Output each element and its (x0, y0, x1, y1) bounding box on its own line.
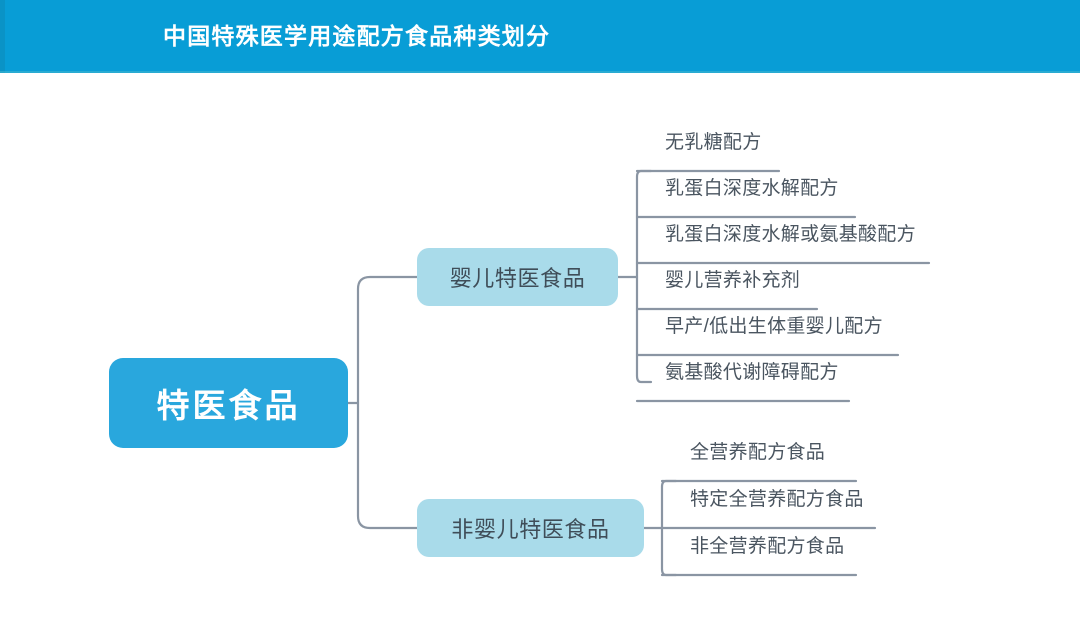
leaf-item[interactable]: 氨基酸代谢障碍配方 (665, 357, 839, 389)
leaf-label: 特定全营养配方食品 (690, 489, 864, 510)
branch-node-label: 婴儿特医食品 (449, 266, 586, 291)
leaf-label: 无乳糖配方 (665, 132, 762, 153)
mindmap-diagram: 特医食品 婴儿特医食品 非婴儿特医食品 无乳糖配方 乳蛋白深度水解配方 乳蛋白深… (0, 73, 1080, 639)
wire-leafspine-0 (635, 169, 653, 384)
connector-lines (346, 169, 931, 577)
branch-node-non-infant[interactable]: 非婴儿特医食品 (417, 499, 644, 557)
leaf-label: 乳蛋白深度水解配方 (665, 178, 839, 199)
leaf-item[interactable]: 全营养配方食品 (690, 437, 825, 469)
leaf-item[interactable]: 早产/低出生体重婴儿配方 (665, 311, 883, 343)
leaf-item[interactable]: 乳蛋白深度水解配方 (665, 173, 839, 205)
leaf-item[interactable]: 乳蛋白深度水解或氨基酸配方 (665, 219, 916, 251)
leaf-label: 乳蛋白深度水解或氨基酸配方 (665, 224, 916, 245)
wire-main-spine (356, 275, 419, 530)
branch-node-infant[interactable]: 婴儿特医食品 (417, 248, 618, 306)
leaf-label: 早产/低出生体重婴儿配方 (665, 316, 883, 337)
root-node[interactable]: 特医食品 (109, 358, 348, 448)
leaf-item[interactable]: 非全营养配方食品 (690, 531, 844, 563)
leaf-label: 氨基酸代谢障碍配方 (665, 362, 839, 383)
leaf-label: 婴儿营养补充剂 (665, 270, 801, 291)
page-title: 中国特殊医学用途配方食品种类划分 (163, 23, 551, 49)
leaf-label: 全营养配方食品 (690, 442, 826, 463)
leaf-item[interactable]: 婴儿营养补充剂 (665, 265, 800, 297)
leaf-label: 非全营养配方食品 (690, 536, 845, 557)
branch-node-label: 非婴儿特医食品 (451, 517, 610, 542)
root-node-label: 特医食品 (156, 387, 301, 424)
title-banner: 中国特殊医学用途配方食品种类划分 (0, 0, 1080, 73)
leaf-item[interactable]: 无乳糖配方 (665, 127, 762, 159)
leaf-item[interactable]: 特定全营养配方食品 (690, 484, 864, 516)
